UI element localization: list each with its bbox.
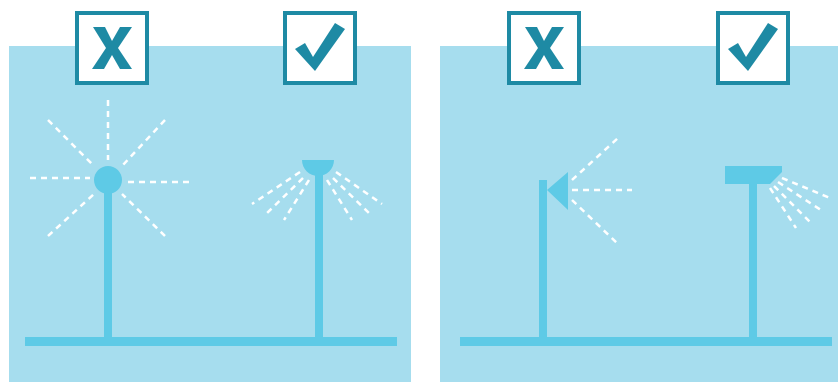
light-rays [768, 176, 831, 229]
shielded-downlight-icon [251, 160, 383, 340]
light-rays [251, 170, 383, 221]
cross-icon [507, 11, 581, 85]
wall-floodlight-icon [539, 137, 632, 340]
left-panel-scene [25, 100, 397, 346]
light-rays [30, 100, 192, 237]
cross-icon [75, 11, 149, 85]
full-cutoff-light-icon [725, 166, 831, 340]
light-rays [571, 137, 632, 245]
right-panel [440, 46, 838, 382]
right-panel-scene [460, 137, 832, 346]
ground-line [25, 337, 397, 346]
ground-line [460, 337, 832, 346]
globe-light-icon [30, 100, 192, 340]
check-icon [283, 11, 357, 85]
left-panel [9, 46, 411, 382]
check-icon [716, 11, 790, 85]
